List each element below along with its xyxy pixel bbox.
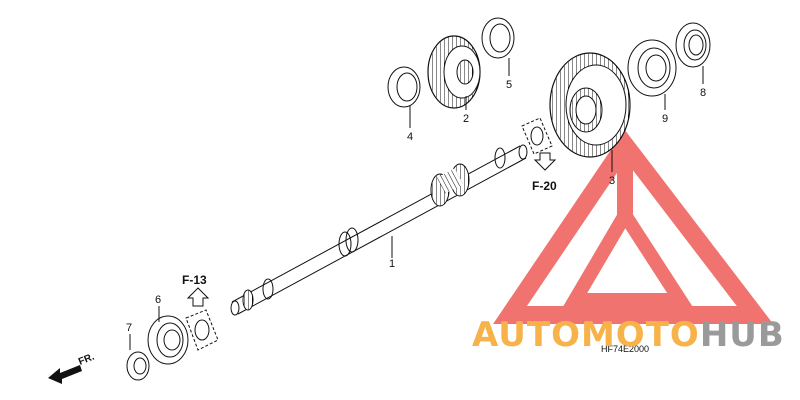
- ref-f13: F-13: [182, 273, 207, 287]
- part-label-6: 6: [155, 294, 161, 306]
- watermark-text: AUTOMOTOHUB: [472, 315, 785, 355]
- washer-part-5: [481, 17, 515, 59]
- diagram-code: HF74E2000: [601, 344, 649, 354]
- part-label-2: 2: [463, 113, 469, 125]
- watermark-word-b: HUB: [700, 315, 785, 355]
- part-label-3: 3: [609, 175, 615, 187]
- part-label-5: 5: [506, 79, 512, 91]
- seal-part-8: [675, 22, 711, 68]
- front-direction-label: FR.: [77, 351, 96, 367]
- watermark-word-a: AUTOMOTO: [472, 315, 700, 355]
- part-label-1: 1: [389, 258, 395, 270]
- ref-group-f13: [185, 287, 219, 351]
- leader-lines: [129, 58, 704, 350]
- part-label-7: 7: [126, 322, 132, 334]
- watermark-logo: [493, 129, 774, 324]
- part-label-4: 4: [407, 131, 413, 143]
- part-label-9: 9: [662, 113, 668, 125]
- ref-group-f20: [521, 117, 557, 171]
- main-shaft: [230, 144, 528, 316]
- front-direction-arrow: [48, 365, 82, 384]
- part-label-8: 8: [700, 87, 706, 99]
- gear-part-2: [427, 35, 481, 109]
- bearing-part-9: [627, 39, 677, 97]
- gear-part-3: [549, 52, 631, 158]
- ref-f20: F-20: [532, 179, 557, 193]
- seal-part-7: [126, 351, 150, 381]
- bearing-part-6: [147, 315, 189, 365]
- washer-part-4: [387, 66, 421, 108]
